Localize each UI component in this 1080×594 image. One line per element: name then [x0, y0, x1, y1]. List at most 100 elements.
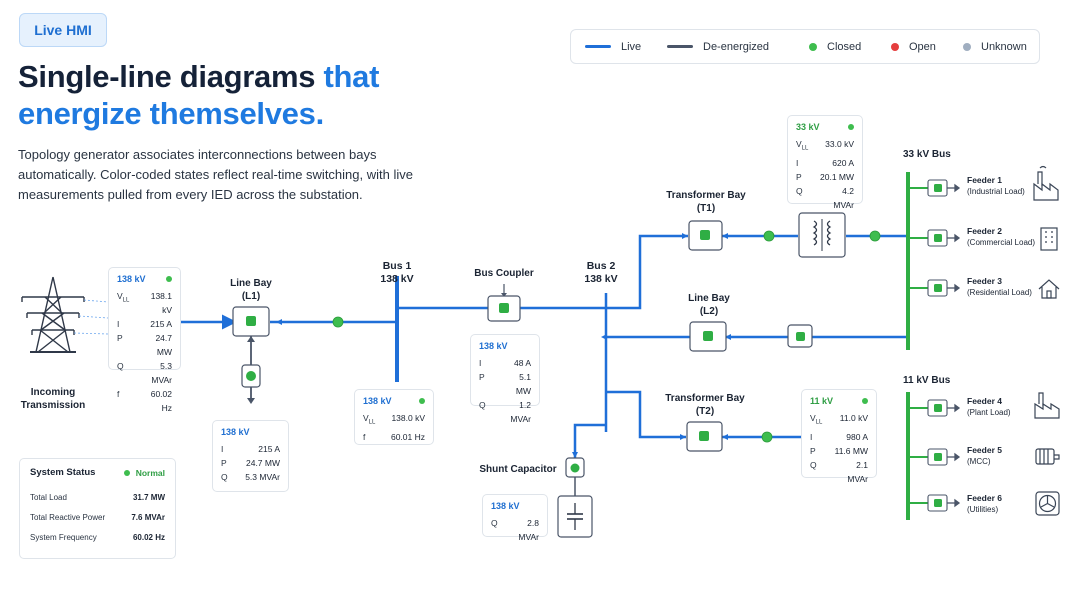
legend: Live De-energized Closed Open Unknown	[570, 29, 1040, 64]
transformer-icon	[798, 212, 846, 258]
row-key: Q	[479, 400, 486, 410]
row-key: System Frequency	[30, 533, 97, 542]
switch-t1-hv-closed[interactable]	[763, 230, 775, 242]
row-value: 24.7 MW	[155, 333, 172, 357]
factory-icon	[1033, 165, 1059, 201]
row-value: 2.8 MVAr	[518, 518, 539, 542]
row-value: 215 A	[258, 444, 280, 454]
measurement-row: I 620 A	[796, 156, 854, 170]
row-value: 620 A	[832, 157, 854, 168]
capacitor-icon	[557, 495, 593, 538]
measurement-row: VLL 138.0 kV	[363, 411, 425, 430]
feeder-5[interactable]: Feeder 5(MCC)	[967, 445, 1002, 466]
line-bay-l1-label: Line Bay (L1)	[230, 278, 272, 302]
transmission-tower-icon	[21, 276, 85, 353]
row-key: I	[221, 444, 224, 454]
row-key: f	[363, 431, 366, 442]
row-value: 138.0 kV	[391, 413, 425, 423]
line-bay-l2-label: Line Bay (L2)	[688, 293, 730, 317]
bus1-label: Bus 1 138 kV	[380, 260, 414, 285]
switch-t1-lv-closed[interactable]	[869, 230, 881, 242]
row-value: 138.1 kV	[150, 291, 172, 315]
row-key: I	[810, 431, 813, 442]
switch-t2-closed[interactable]	[761, 431, 773, 443]
row-value: 1.2 MVAr	[510, 400, 531, 424]
row-key: I	[479, 358, 482, 368]
row-value: 4.2 MVAr	[833, 185, 854, 210]
feeder-3[interactable]: Feeder 3(Residential Load)	[967, 276, 1032, 297]
measurement-row: I 215 A	[221, 442, 280, 456]
row-key: Q	[810, 459, 817, 470]
legend-deenergized: De-energized	[667, 30, 769, 63]
title-line1: Single-line diagrams	[18, 59, 324, 94]
row-value: 33.0 kV	[825, 139, 854, 149]
house-icon	[1038, 279, 1060, 299]
breaker-t2[interactable]	[686, 421, 723, 452]
breaker-l1-aux[interactable]	[241, 364, 261, 388]
row-value: 215 A	[150, 319, 172, 329]
row-value: 24.7 MW	[245, 458, 280, 468]
switch-bus1-closed[interactable]	[332, 316, 344, 328]
row-value: 31.7 MW	[132, 493, 165, 502]
row-key: Total Load	[30, 493, 67, 502]
breaker-l2-remote[interactable]	[787, 324, 813, 348]
plant-icon	[1034, 392, 1060, 419]
measurement-row: Q 1.2 MVAr	[479, 398, 531, 426]
transformer-bay-t2-label: Transformer Bay (T2)	[665, 393, 745, 417]
feeder-1[interactable]: Feeder 1(Industrial Load)	[967, 175, 1025, 196]
row-key: VLL	[363, 413, 376, 426]
bus2-label: Bus 2 138 kV	[584, 260, 618, 285]
row-key: VLL	[810, 413, 823, 426]
legend-live: Live	[585, 30, 641, 63]
feeder-breakers[interactable]	[927, 179, 948, 512]
breaker-l1[interactable]	[232, 306, 270, 337]
breaker-shunt[interactable]	[565, 457, 585, 478]
legend-open: Open	[891, 30, 936, 63]
row-value: 2.1 MVAr	[847, 459, 868, 484]
building-icon	[1040, 227, 1058, 251]
page-title: Single-line diagrams that energize thems…	[18, 58, 379, 132]
fan-icon	[1035, 491, 1060, 516]
title-accent: that	[323, 59, 380, 94]
measurement-row: VLL 11.0 kV	[810, 411, 868, 430]
feeder-6[interactable]: Feeder 6(Utilities)	[967, 493, 1002, 514]
row-value: 11.0 kV	[839, 413, 868, 423]
feeder-4[interactable]: Feeder 4(Plant Load)	[967, 396, 1011, 417]
row-value: 11.6 MW	[834, 445, 868, 456]
row-key: I	[117, 319, 120, 329]
row-key: Q	[117, 361, 124, 371]
row-key: I	[796, 157, 799, 168]
status-row: Total Load 31.7 MW	[30, 488, 165, 508]
live-hmi-badge: Live HMI	[19, 13, 107, 47]
measurement-row: P 11.6 MW	[810, 444, 868, 458]
row-key: P	[810, 445, 816, 456]
measurement-row: Q 2.1 MVAr	[810, 458, 868, 486]
row-value: 5.3 MVAr	[245, 472, 280, 482]
breaker-l2[interactable]	[689, 321, 727, 352]
breaker-bus-coupler[interactable]	[487, 295, 521, 322]
feeder-2[interactable]: Feeder 2(Commercial Load)	[967, 226, 1036, 247]
breaker-t1[interactable]	[688, 220, 723, 251]
row-value: 5.3 MVAr	[151, 361, 172, 385]
row-value: 5.1 MW	[515, 372, 531, 396]
